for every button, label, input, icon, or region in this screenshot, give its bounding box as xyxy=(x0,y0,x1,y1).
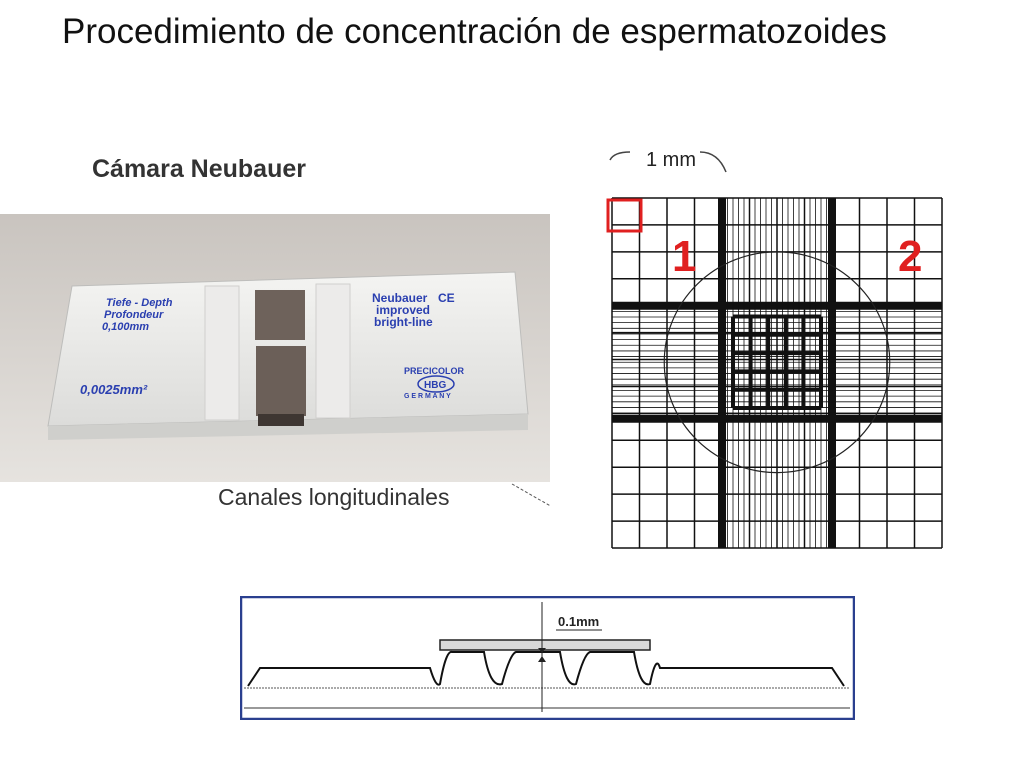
brand-text-1: Neubauer xyxy=(372,291,428,305)
brand-text-2: improved xyxy=(376,303,430,317)
grid-lines xyxy=(611,197,943,549)
neubauer-chamber-photo: Tiefe - Depth Profondeur 0,100mm 0,0025m… xyxy=(0,214,556,482)
area-text: 0,0025mm² xyxy=(80,382,148,397)
counting-platform-upper xyxy=(255,290,305,340)
groove-left xyxy=(204,285,240,421)
maker-text: PRECICOLOR xyxy=(404,366,465,376)
arrow-bottom xyxy=(538,656,546,662)
grid-marker-2: 2 xyxy=(898,232,923,281)
grid-circle xyxy=(663,251,891,474)
country-text: G E R M A N Y xyxy=(404,393,451,400)
groove-right xyxy=(315,283,351,419)
camara-neubauer-label: Cámara Neubauer xyxy=(92,155,306,183)
coverslip xyxy=(439,639,651,651)
scale-1mm-label: 1 mm xyxy=(646,149,696,171)
depth-text-3: 0,100mm xyxy=(102,321,149,333)
counting-platform-lower xyxy=(256,346,306,416)
slide-profile xyxy=(247,650,845,687)
maker-logo-oval xyxy=(417,375,455,393)
neubauer-grid-diagram: 1 mm xyxy=(550,140,970,580)
slide-title: Procedimiento de concentración de esperm… xyxy=(62,12,887,51)
cross-section-frame xyxy=(240,596,855,720)
slide-edge xyxy=(48,414,528,440)
brand-text-3: bright-line xyxy=(374,315,433,329)
depth-text-1: Tiefe - Depth xyxy=(106,297,173,309)
scale-bracket xyxy=(609,151,727,173)
red-square-marker xyxy=(606,198,643,233)
platform-shadow xyxy=(258,414,304,426)
depth-text-2: Profondeur xyxy=(104,309,164,321)
cross-section-diagram: 0.1mm xyxy=(240,596,855,720)
grid-marker-1: 1 xyxy=(672,232,697,281)
arrow-top xyxy=(538,648,546,653)
depth-0-1mm-label: 0.1mm xyxy=(558,614,599,629)
ce-mark: CE xyxy=(438,291,455,305)
canales-label: Canales longitudinales xyxy=(218,484,450,510)
maker-logo: HBG xyxy=(424,380,446,391)
